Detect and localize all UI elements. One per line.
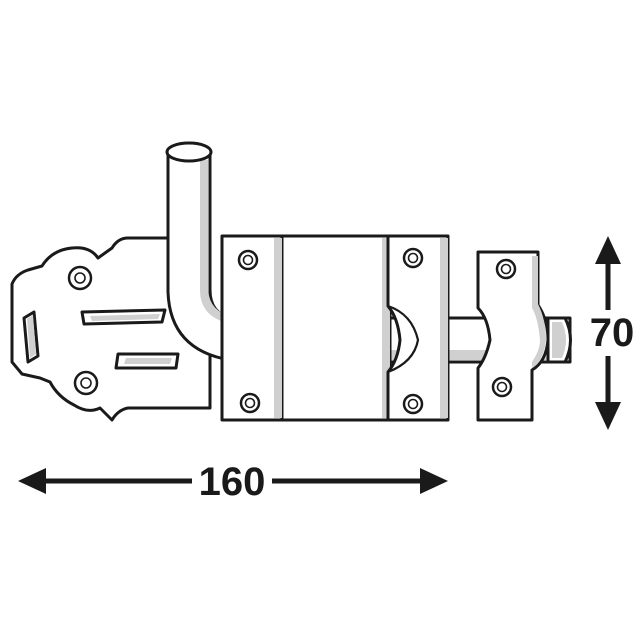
width-dimension-label: 160	[199, 460, 266, 504]
height-dimension-label: 70	[590, 311, 635, 355]
back-plate	[10, 236, 212, 422]
staple-receiver	[476, 250, 550, 422]
width-dimension: 160	[18, 460, 448, 504]
width-arrow-right	[420, 468, 448, 494]
height-arrow-bottom	[595, 402, 621, 430]
height-dimension: 70	[588, 236, 634, 430]
width-arrow-left	[18, 468, 46, 494]
housing-block	[220, 234, 392, 422]
height-arrow-top	[595, 236, 621, 264]
guide-bracket	[386, 234, 450, 422]
